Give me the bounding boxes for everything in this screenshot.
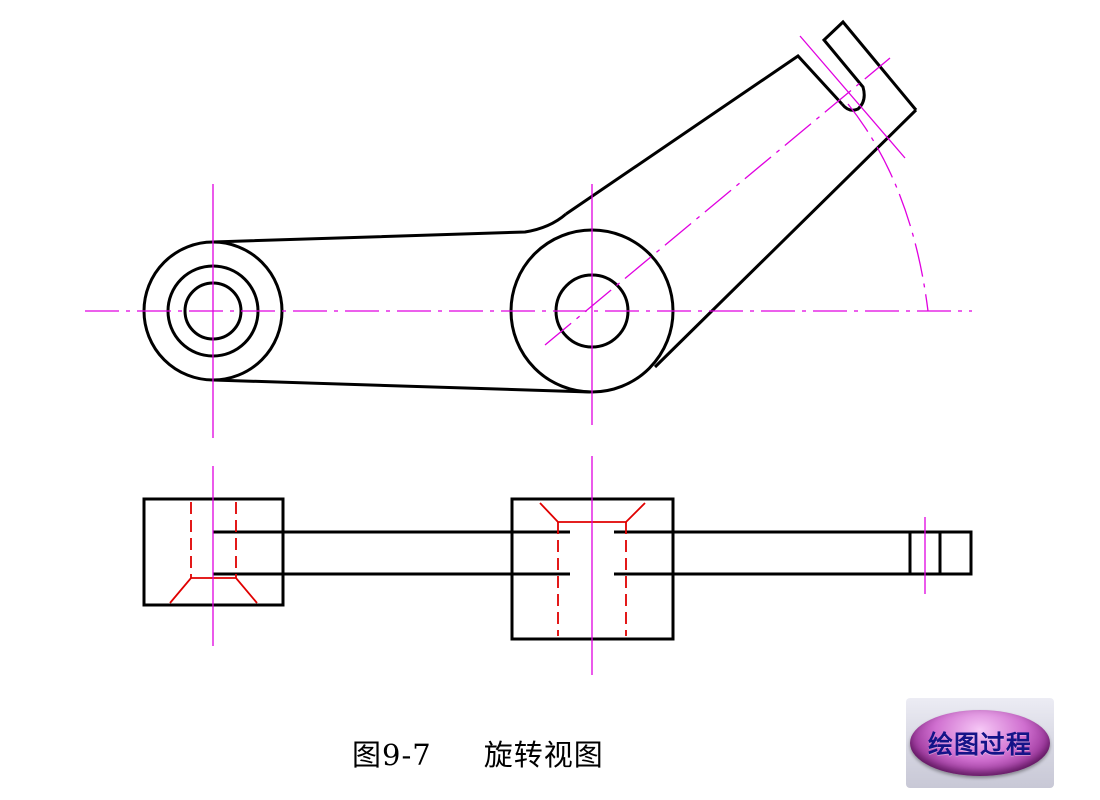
button-oval — [910, 710, 1050, 776]
arm-bottom-edge — [212, 378, 591, 394]
figure-title: 旋转视图 — [483, 738, 604, 772]
drawing-process-button[interactable]: 绘图过程 — [906, 698, 1054, 788]
inclined-arm-lower-edge — [653, 108, 918, 369]
drawing-process-button-label: 绘图过程 — [927, 730, 1032, 759]
inclined-arm-upper-edge — [565, 54, 844, 216]
figure-number: 图9-7 — [352, 738, 432, 772]
slot-center-line — [799, 35, 906, 159]
arm-top-edge — [212, 212, 567, 244]
arm-extension — [673, 530, 973, 576]
rotation-arc — [847, 103, 929, 312]
inclined-arm-slot — [821, 19, 918, 112]
figure-caption: 图9-7 旋转视图 — [352, 732, 604, 774]
front-view — [142, 456, 973, 675]
inclined-center-line — [544, 57, 891, 346]
top-view — [85, 19, 972, 438]
